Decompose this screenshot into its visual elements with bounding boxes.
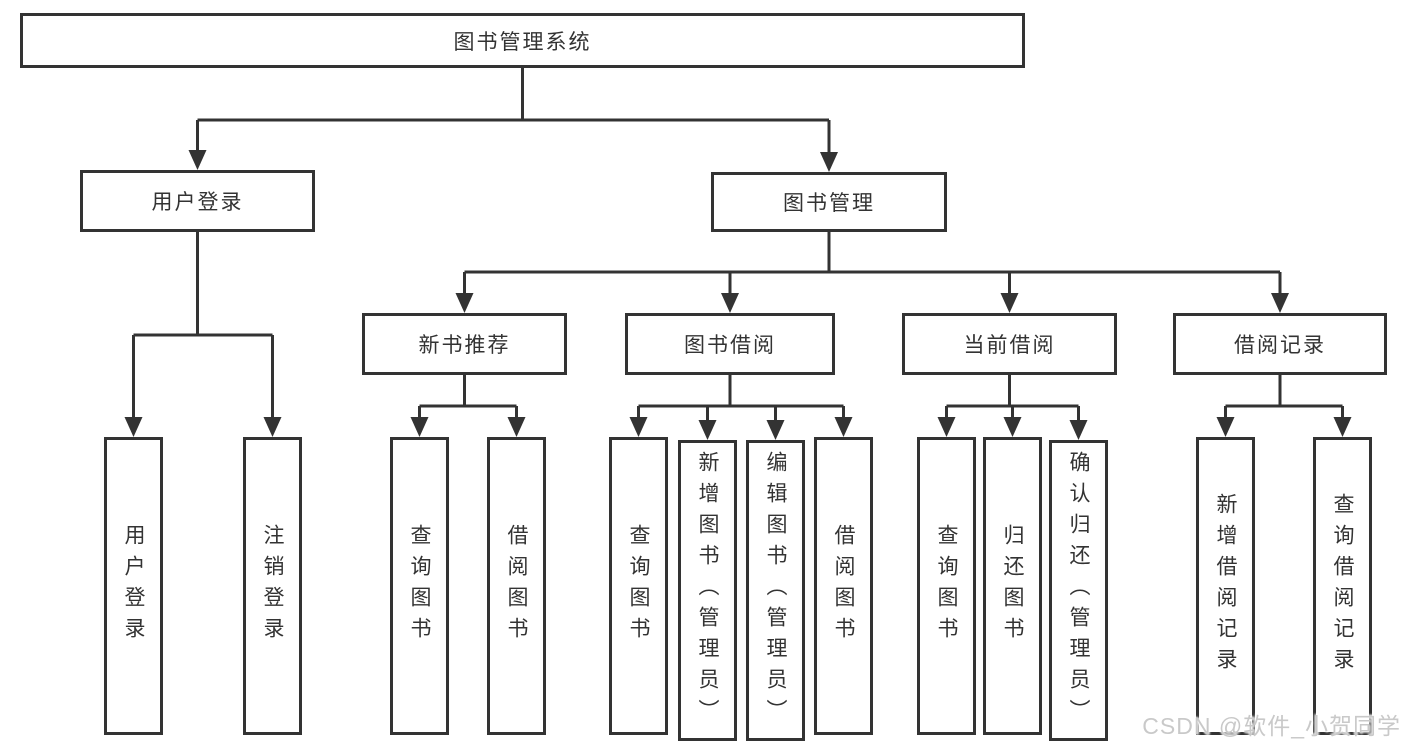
node-root: 图书管理系统 [20, 13, 1025, 68]
node-root-label: 图书管理系统 [453, 30, 592, 54]
leaf-query-books-current-label: 查询图书 [935, 524, 958, 648]
leaf-add-borrow-record: 新增借阅记录 [1196, 437, 1255, 735]
node-current-borrow-label: 当前借阅 [963, 334, 1056, 357]
leaf-add-borrow-record-label: 新增借阅记录 [1214, 493, 1237, 679]
connector-root [188, 68, 838, 172]
leaf-borrow-books: 借阅图书 [814, 437, 873, 735]
leaf-query-borrow-record-label: 查询借阅记录 [1331, 493, 1354, 679]
leaf-query-books-recommend: 查询图书 [390, 437, 449, 735]
connector-current-borrow [937, 375, 1088, 440]
leaf-query-books-recommend-label: 查询图书 [408, 524, 431, 648]
connector-book-borrow [629, 375, 853, 440]
connector-borrow-records [1216, 375, 1352, 437]
leaf-logout: 注销登录 [243, 437, 302, 735]
leaf-edit-books-admin: 编辑图书（管理员） [746, 440, 805, 741]
connector-new-book-recommend [410, 375, 526, 437]
leaf-return-books-label: 归还图书 [1001, 524, 1024, 648]
node-new-book-recommend-label: 新书推荐 [418, 334, 511, 357]
leaf-confirm-return-admin-label: 确认归还（管理员） [1067, 451, 1090, 730]
leaf-edit-books-admin-label: 编辑图书（管理员） [764, 451, 787, 730]
node-user-login: 用户登录 [80, 170, 315, 232]
leaf-borrow-books-recommend-label: 借阅图书 [505, 524, 528, 648]
leaf-query-borrow-record: 查询借阅记录 [1313, 437, 1372, 735]
leaf-borrow-books-recommend: 借阅图书 [487, 437, 546, 735]
node-book-management-label: 图书管理 [783, 192, 875, 215]
connector-user-login [124, 232, 282, 437]
leaf-query-books-current: 查询图书 [917, 437, 976, 735]
leaf-user-login: 用户登录 [104, 437, 163, 735]
leaf-confirm-return-admin: 确认归还（管理员） [1049, 440, 1108, 741]
node-current-borrow: 当前借阅 [902, 313, 1117, 375]
node-book-borrow: 图书借阅 [625, 313, 835, 375]
node-borrow-records-label: 借阅记录 [1234, 334, 1326, 357]
leaf-user-login-label: 用户登录 [122, 524, 145, 648]
leaf-borrow-books-label: 借阅图书 [832, 524, 855, 648]
node-new-book-recommend: 新书推荐 [362, 313, 567, 375]
node-borrow-records: 借阅记录 [1173, 313, 1387, 375]
leaf-return-books: 归还图书 [983, 437, 1042, 735]
leaf-query-books-borrow: 查询图书 [609, 437, 668, 735]
csdn-watermark: CSDN @软件_小贺同学 [1142, 713, 1401, 739]
node-book-borrow-label: 图书借阅 [684, 334, 776, 357]
leaf-add-books-admin-label: 新增图书（管理员） [696, 451, 719, 730]
leaf-query-books-borrow-label: 查询图书 [627, 524, 650, 648]
node-user-login-label: 用户登录 [151, 191, 244, 214]
leaf-logout-label: 注销登录 [261, 524, 284, 648]
leaf-add-books-admin: 新增图书（管理员） [678, 440, 737, 741]
connector-book-management [455, 232, 1289, 313]
node-book-management: 图书管理 [711, 172, 947, 232]
